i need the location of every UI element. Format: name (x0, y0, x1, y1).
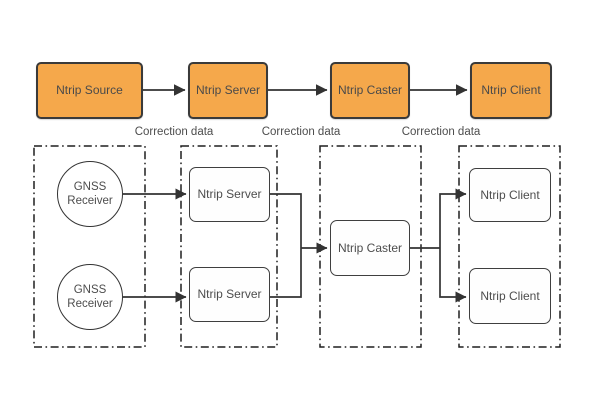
node-ntrip-server-2-label: Ntrip Server (197, 287, 262, 301)
edge-label-correction-data-3: Correction data (401, 126, 481, 138)
node-ntrip-caster: Ntrip Caster (330, 62, 410, 119)
edge-label-correction-data-2: Correction data (261, 126, 341, 138)
node-gnss-receiver-1: GNSS Receiver (57, 161, 123, 227)
wire-server1-merge (270, 193, 302, 248)
group-ntrip-servers-border (180, 145, 278, 348)
node-ntrip-server-2: Ntrip Server (189, 267, 270, 322)
node-ntrip-client-1-label: Ntrip Client (480, 187, 540, 202)
group-gnss-receivers-border (33, 145, 146, 348)
edge-label-correction-data-1: Correction data (134, 126, 214, 138)
node-ntrip-source-label: Ntrip Source (56, 83, 123, 97)
node-ntrip-client-label: Ntrip Client (481, 83, 541, 97)
node-ntrip-caster-label: Ntrip Caster (337, 83, 402, 97)
node-gnss-receiver-2-label: GNSS Receiver (67, 283, 113, 310)
node-ntrip-server-1-label: Ntrip Server (197, 187, 262, 201)
node-ntrip-caster-detail-label: Ntrip Caster (337, 240, 402, 255)
node-ntrip-caster-detail: Ntrip Caster (330, 220, 410, 276)
node-gnss-receiver-1-label: GNSS Receiver (67, 180, 113, 207)
node-ntrip-client: Ntrip Client (470, 62, 552, 119)
node-ntrip-client-2-label: Ntrip Client (480, 288, 540, 303)
node-ntrip-client-2: Ntrip Client (469, 268, 551, 324)
node-ntrip-server-1: Ntrip Server (189, 167, 270, 222)
node-gnss-receiver-2: GNSS Receiver (57, 264, 123, 330)
node-ntrip-source: Ntrip Source (36, 62, 143, 119)
node-ntrip-server-label: Ntrip Server (195, 83, 260, 97)
group-ntrip-clients-border (458, 145, 561, 348)
node-ntrip-client-1: Ntrip Client (469, 168, 551, 222)
arrow-split-to-client1 (439, 188, 467, 248)
node-ntrip-server: Ntrip Server (188, 62, 268, 119)
wire-server2-merge (270, 248, 302, 298)
arrow-split-to-client2 (439, 248, 467, 303)
